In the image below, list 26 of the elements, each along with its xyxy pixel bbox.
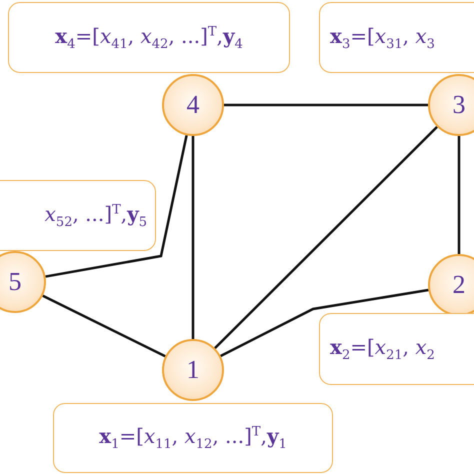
node-circle bbox=[0, 251, 46, 313]
feature-label: x$_{1}$=[x$_{11}$, x$_{12}$, ...]$^{T}$,y$_{1}$ bbox=[99, 424, 287, 452]
connector-line bbox=[220, 288, 429, 358]
connector-line bbox=[192, 136, 194, 339]
label-box bbox=[319, 313, 474, 385]
label-box bbox=[319, 2, 474, 73]
node-circle bbox=[162, 339, 224, 401]
node-number: 2 bbox=[452, 270, 466, 300]
label-box bbox=[0, 180, 156, 251]
connector-line bbox=[45, 135, 188, 278]
node-circle bbox=[428, 254, 474, 316]
feature-label: x$_{4}$=[x$_{41}$, x$_{42}$, ...]$^{T}$,y$_{4}$ bbox=[55, 24, 243, 52]
connector-line bbox=[224, 104, 428, 106]
node-number: 5 bbox=[8, 267, 22, 297]
connector-line bbox=[458, 136, 460, 254]
connector-line bbox=[42, 294, 166, 358]
feature-label: x$_{3}$=[x$_{31}$, x$_{3}$ bbox=[330, 24, 435, 52]
node-circle bbox=[428, 74, 474, 136]
node-number: 4 bbox=[186, 90, 200, 120]
feature-label: x$_{52}$, ...]$^{T}$,y$_{5}$ bbox=[44, 202, 147, 230]
node-number: 1 bbox=[186, 355, 200, 385]
label-box bbox=[8, 2, 290, 73]
feature-label: x$_{2}$=[x$_{21}$, x$_{2}$ bbox=[330, 335, 435, 363]
connector-line bbox=[214, 126, 438, 349]
node-number: 3 bbox=[452, 90, 466, 120]
label-box bbox=[53, 403, 333, 473]
